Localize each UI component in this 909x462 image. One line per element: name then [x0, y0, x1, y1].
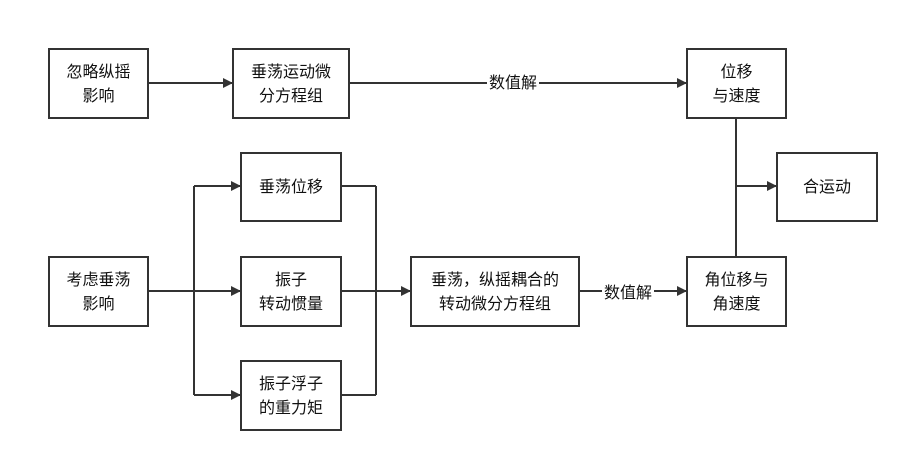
node-angular-displacement-velocity: 角位移与 角速度 — [686, 256, 787, 327]
edge-label-numerical-solution-bottom: 数值解 — [602, 283, 655, 303]
node-oscillator-float-gravity-moment: 振子浮子 的重力矩 — [240, 360, 342, 431]
node-coupled-rotation-equations: 垂荡，纵摇耦合的 转动微分方程组 — [410, 256, 580, 327]
node-ignore-sway-effect: 忽略纵摇 影响 — [48, 48, 149, 119]
node-heave-equations: 垂荡运动微 分方程组 — [232, 48, 350, 119]
node-oscillator-inertia: 振子 转动惯量 — [240, 256, 342, 327]
node-combined-motion: 合运动 — [776, 152, 878, 222]
edge-label-numerical-solution-top: 数值解 — [487, 73, 540, 93]
node-heave-displacement: 垂荡位移 — [240, 152, 342, 222]
node-displacement-velocity: 位移 与速度 — [686, 48, 787, 119]
node-consider-heave-effect: 考虑垂荡 影响 — [48, 256, 149, 327]
